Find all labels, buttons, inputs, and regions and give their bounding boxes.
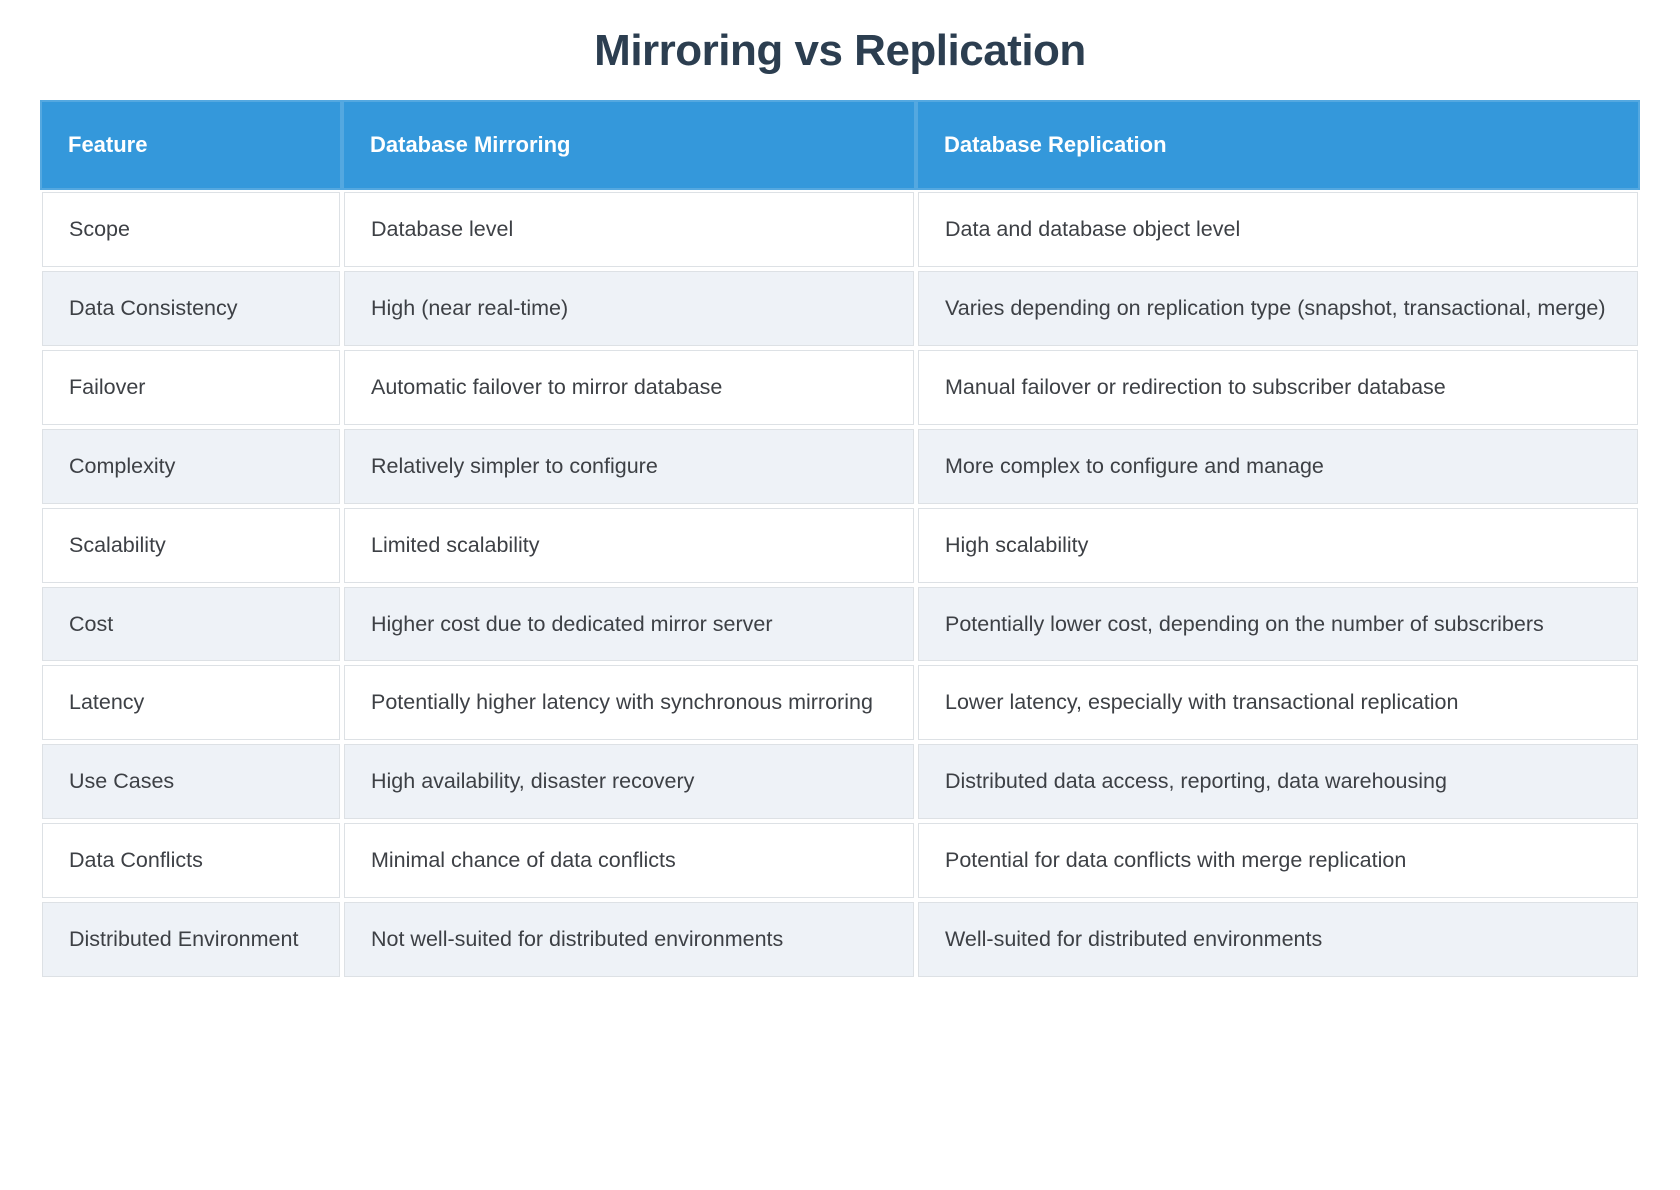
feature-cell: Failover [42, 350, 340, 425]
feature-cell: Distributed Environment [42, 901, 340, 977]
mirroring-cell: Not well-suited for distributed environm… [344, 901, 914, 977]
mirroring-cell: High (near real-time) [344, 271, 914, 347]
replication-cell: Potential for data conflicts with merge … [918, 823, 1638, 898]
replication-cell: More complex to configure and manage [918, 428, 1638, 504]
header-database-replication: Database Replication [918, 102, 1638, 189]
feature-cell: Scalability [42, 507, 340, 583]
feature-cell: Data Consistency [42, 271, 340, 347]
replication-cell: Data and database object level [918, 192, 1638, 268]
replication-cell: Potentially lower cost, depending on the… [918, 586, 1638, 662]
comparison-page: Mirroring vs Replication Feature Databas… [0, 26, 1680, 981]
replication-cell: Well-suited for distributed environments [918, 901, 1638, 977]
feature-cell: Complexity [42, 428, 340, 504]
mirroring-cell: Minimal chance of data conflicts [344, 823, 914, 898]
replication-cell: Manual failover or redirection to subscr… [918, 350, 1638, 425]
mirroring-cell: Automatic failover to mirror database [344, 350, 914, 425]
comparison-table: Feature Database Mirroring Database Repl… [38, 98, 1642, 981]
mirroring-cell: Limited scalability [344, 507, 914, 583]
header-database-mirroring: Database Mirroring [344, 102, 914, 189]
replication-cell: Distributed data access, reporting, data… [918, 744, 1638, 820]
mirroring-cell: Potentially higher latency with synchron… [344, 665, 914, 741]
feature-cell: Cost [42, 586, 340, 662]
feature-cell: Scope [42, 192, 340, 268]
page-title: Mirroring vs Replication [594, 26, 1086, 75]
replication-cell: Lower latency, especially with transacti… [918, 665, 1638, 741]
mirroring-cell: High availability, disaster recovery [344, 744, 914, 820]
header-row: Feature Database Mirroring Database Repl… [42, 102, 1638, 189]
replication-cell: High scalability [918, 507, 1638, 583]
feature-cell: Use Cases [42, 744, 340, 820]
feature-cell: Latency [42, 665, 340, 741]
mirroring-cell: Higher cost due to dedicated mirror serv… [344, 586, 914, 662]
mirroring-cell: Database level [344, 192, 914, 268]
feature-cell: Data Conflicts [42, 823, 340, 898]
header-feature: Feature [42, 102, 340, 189]
replication-cell: Varies depending on replication type (sn… [918, 271, 1638, 347]
mirroring-cell: Relatively simpler to configure [344, 428, 914, 504]
